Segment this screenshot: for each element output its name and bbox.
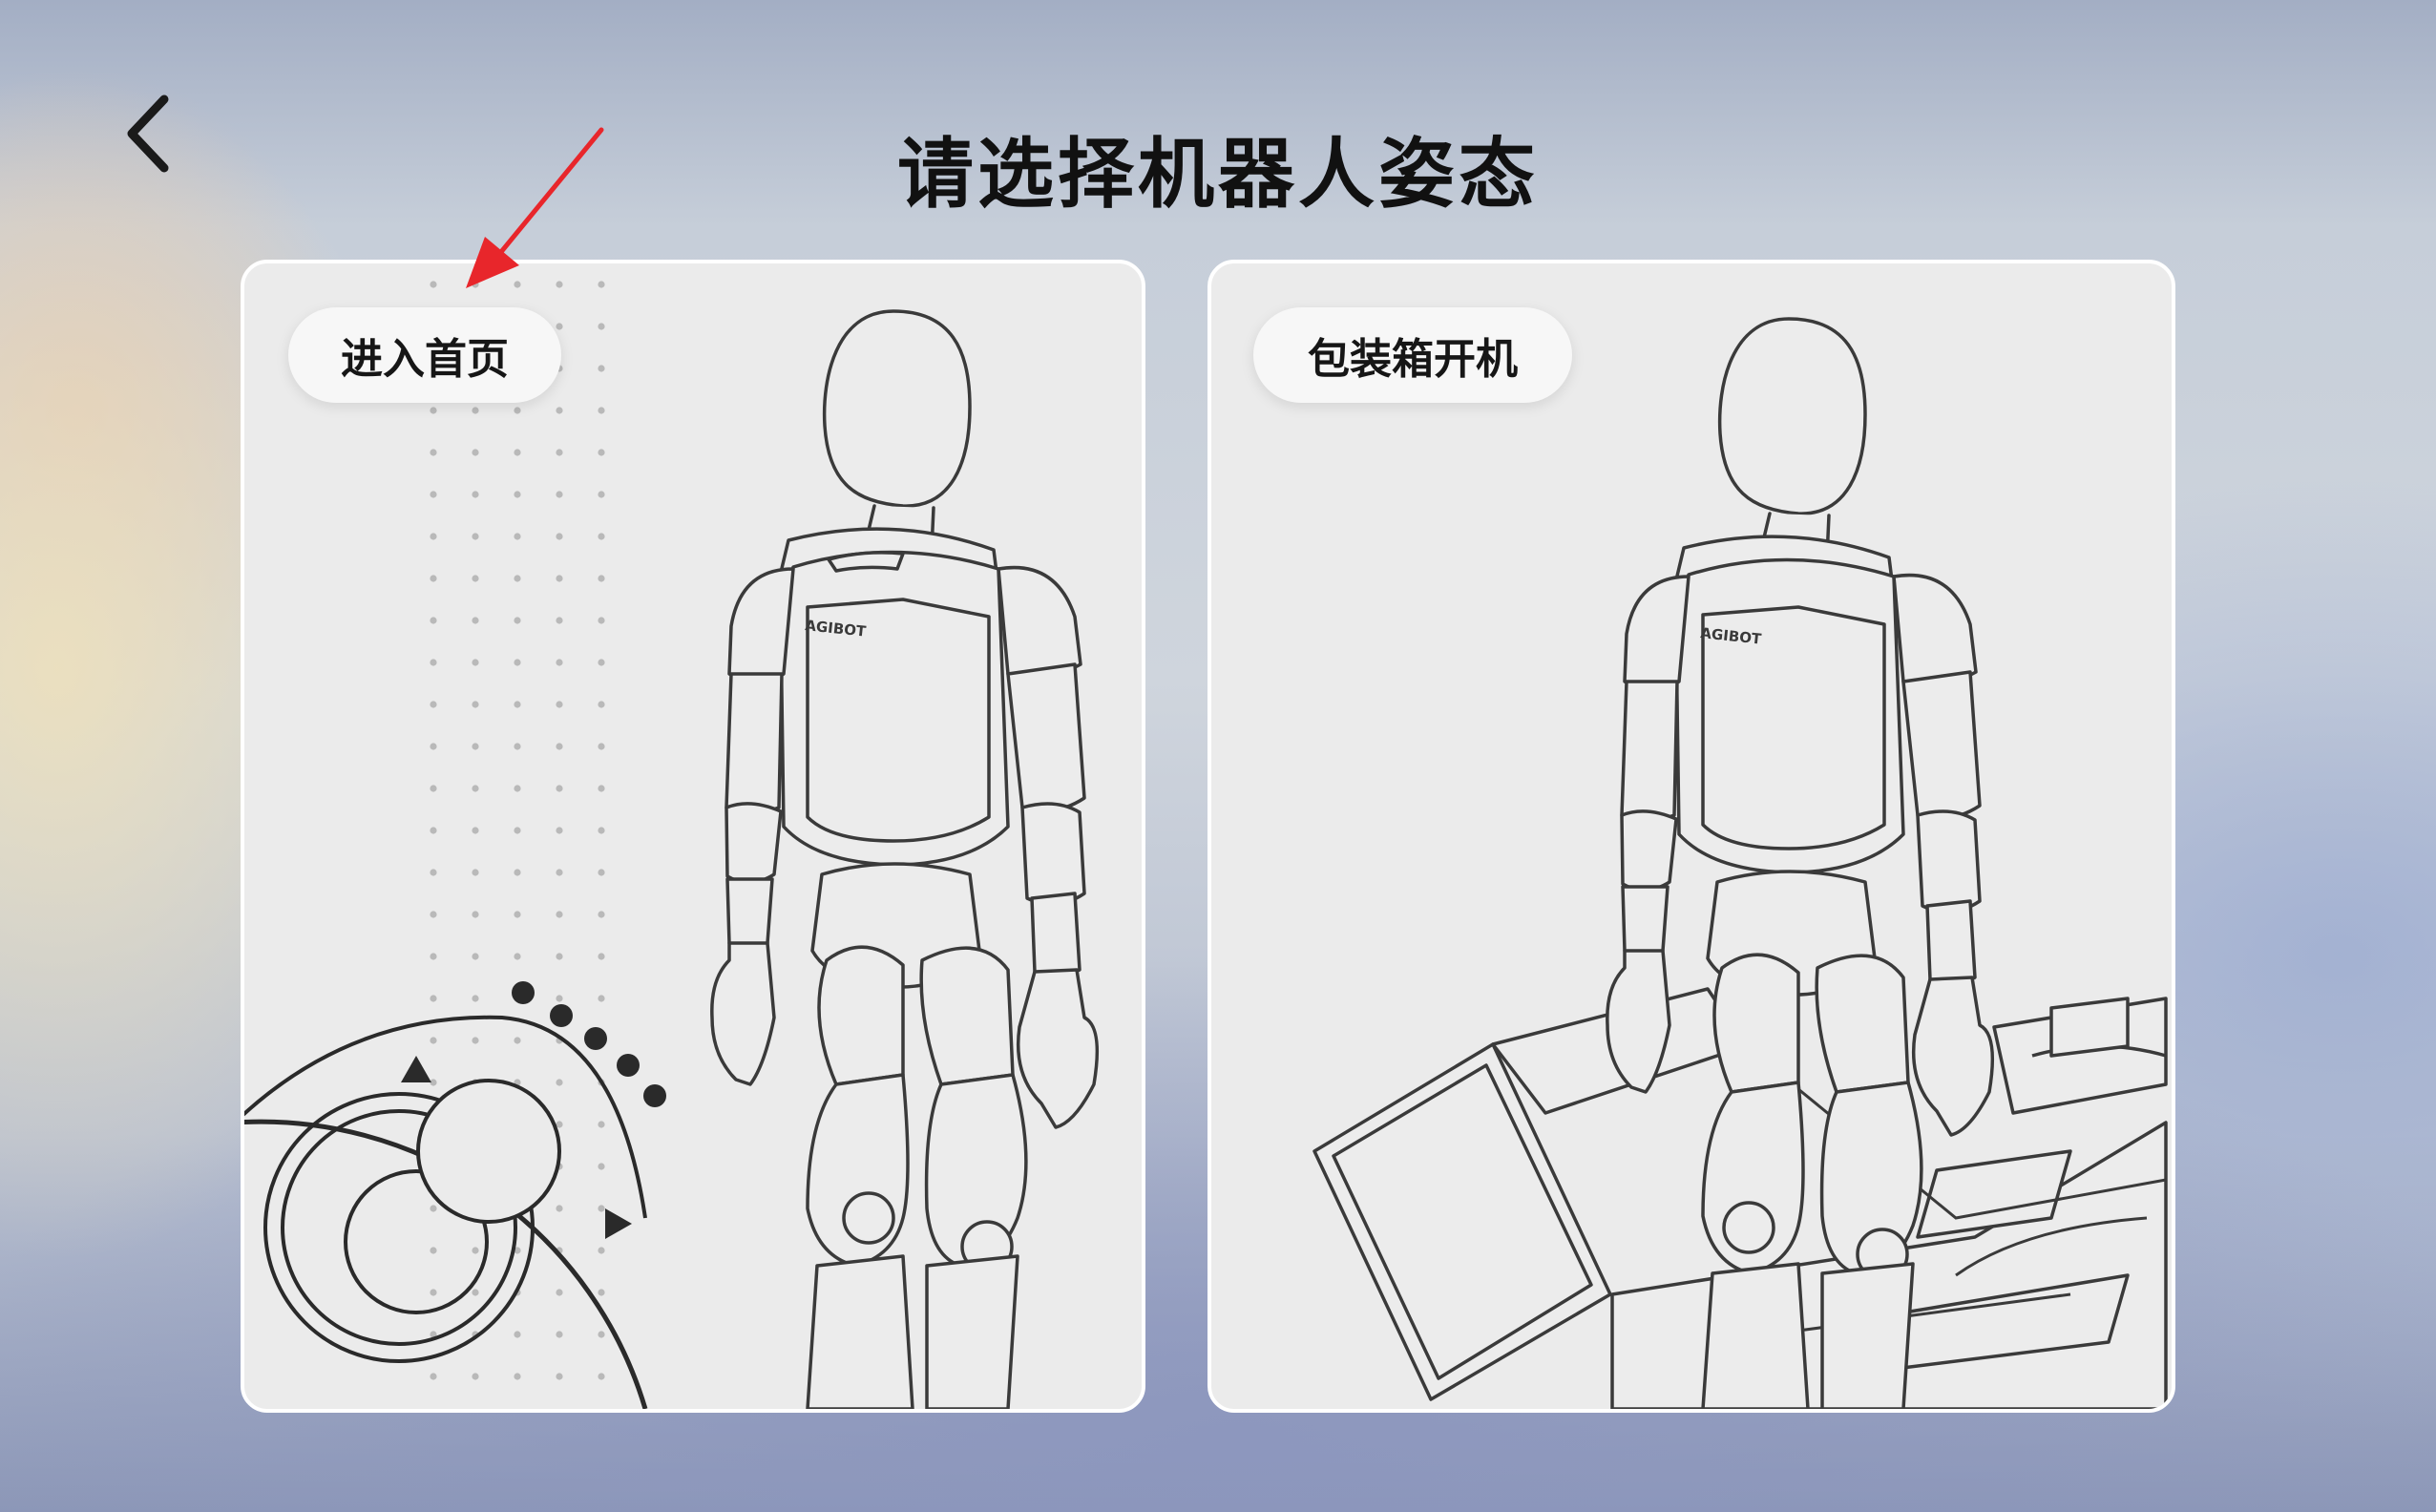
robot-standing-illustration: AGIBOT bbox=[244, 263, 1100, 1409]
back-button[interactable] bbox=[113, 88, 189, 179]
card-label-box: 包装箱开机 bbox=[1253, 307, 1572, 403]
chevron-left-icon bbox=[127, 94, 169, 173]
card-label-home: 进入首页 bbox=[288, 307, 561, 403]
pose-card-box[interactable]: AGIBOT 包装箱开机 bbox=[1208, 260, 2175, 1413]
annotation-arrow-icon bbox=[466, 127, 604, 288]
pose-card-home[interactable]: AGIBOT 进入首页 bbox=[241, 260, 1145, 1413]
page-title: 请选择机器人姿态 bbox=[897, 130, 1539, 219]
robot-in-box-illustration: AGIBOT bbox=[1312, 317, 2168, 1409]
